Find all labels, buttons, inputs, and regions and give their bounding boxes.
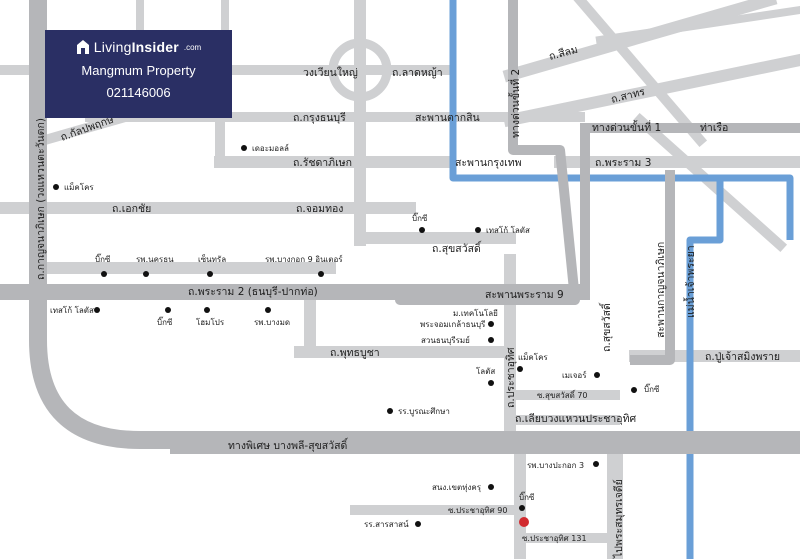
label-suksawat: ถ.สุขสวัสดิ์: [432, 240, 482, 255]
label-wongwian-yai: วงเวียนใหญ่: [303, 66, 358, 79]
poi-dot: [143, 271, 149, 277]
label-suksawat-v: ถ.สุขสวัสดิ์: [598, 302, 613, 352]
poi-big-c-suksawat: บิ๊กซี: [412, 212, 428, 223]
poi-kmutt-2: พระจอมเกล้าธนบุรี: [420, 320, 486, 329]
road-labels: วงเวียนใหญ่ ถ.ลาดหญ้า ถ.สีลม ถ.สาทร ทางด…: [35, 43, 780, 559]
label-expressway2: ทางด่วนขั้นที่ 2: [508, 69, 522, 138]
label-tha-ruea: ท่าเรือ: [700, 121, 728, 134]
poi-dot: [594, 372, 600, 378]
poi-tesco-rama2: เทสโก้ โลตัส: [50, 305, 94, 315]
label-kanchanaphisek: ถ.กาญจนาภิเษก (วงแหวนตะวันตก): [35, 118, 47, 280]
house-icon: [76, 40, 89, 54]
poi-dot: [475, 227, 481, 233]
poi-home-pro: โฮมโปร: [196, 317, 225, 327]
label-soi-suksawat70: ซ.สุขสวัสดิ์ 70: [537, 389, 588, 400]
label-soi-pracha-uthit131: ซ.ประชาอุทิศ 131: [522, 534, 587, 543]
label-phutthabucha: ถ.พุทธบูชา: [330, 347, 380, 359]
label-special-route: ทางพิเศษ บางพลี-สุขสวัสดิ์: [228, 437, 349, 452]
label-krung-thonburi: ถ.กรุงธนบุรี: [293, 111, 346, 124]
poi-dot: [415, 521, 421, 527]
living-insider-logo: LivingInsider .com: [45, 38, 232, 56]
label-sathorn: ถ.สาทร: [610, 86, 647, 106]
poi-hosp-pracha: รพ.บางปะกอก 3: [527, 461, 584, 470]
logo-suffix: .com: [183, 42, 202, 52]
property-location-marker[interactable]: [519, 517, 529, 527]
label-chao-phraya: แม่น้ำเจ้าพระยา: [683, 245, 697, 318]
label-soi-pracha-uthit90: ซ.ประชาอุทิศ 90: [448, 506, 507, 515]
poi-makro1: แม็คโคร: [64, 182, 94, 192]
poi-dot: [419, 227, 425, 233]
poi-dot: [488, 380, 494, 386]
poi-school-sarasat: รร.สารสาสน์: [364, 519, 409, 529]
poi-big-c-2: บิ๊กซี: [157, 316, 173, 327]
project-name: Mangmum Property: [81, 63, 196, 78]
poi-school-burana: รร.บูรณะศึกษา: [398, 407, 450, 417]
poi-dot: [593, 461, 599, 467]
label-rama2: ถ.พระราม 2 (ธนบุรี-ปากท่อ): [188, 285, 318, 298]
label-kanchanaphisek-rama3: สะพานกาญจนาภิเษก: [655, 242, 667, 338]
poi-the-mall: เดอะมอลล์: [252, 143, 289, 153]
poi-dot: [488, 321, 494, 327]
poi-dot: [519, 505, 525, 511]
road-expressway2: [395, 0, 580, 305]
poi-dot: [207, 271, 213, 277]
label-chom-thong: ถ.จอมทอง: [296, 203, 343, 215]
poi-dot: [204, 307, 210, 313]
poi-big-c-4: บิ๊กซี: [519, 491, 535, 502]
road-diag-2: [595, 5, 800, 45]
poi-dot: [488, 337, 494, 343]
poi-hosp-bangkok9: รพ.บางกอก 9 อินเตอร์: [265, 254, 343, 264]
poi-makro2: แม็คโคร: [518, 352, 548, 362]
poi-dot: [94, 307, 100, 313]
poi-dot: [53, 184, 59, 190]
logo-wordmark: LivingInsider: [94, 39, 179, 55]
label-krungthep-bridge: สะพานกรุงเทพ: [455, 157, 522, 169]
poi-dot: [488, 484, 494, 490]
label-rama9-bridge: สะพานพระราม 9: [485, 289, 564, 301]
poi-suan-thon: สวนธนบุรีรมย์: [421, 335, 470, 345]
road-rama3-diag: [632, 112, 788, 253]
poi-dot: [165, 307, 171, 313]
poi-hosp-bangmod: รพ.บางมด: [254, 318, 290, 327]
label-pracha-uthit-v: ถ.ประชาอุทิศ: [505, 347, 517, 408]
poi-hosp-nakhon: รพ.นครธน: [136, 255, 174, 264]
roundabout: [328, 38, 392, 102]
poi-dot: [241, 145, 247, 151]
major-roads: [0, 0, 800, 454]
poi-dot: [631, 387, 637, 393]
label-ratchadaphisek: ถ.รัชดาภิเษก: [293, 157, 352, 169]
poi-dot: [101, 271, 107, 277]
poi-central: เซ็นทรัล: [198, 254, 226, 264]
poi-dot: [517, 366, 523, 372]
poi-dot: [387, 408, 393, 414]
poi-tesco-suksawat: เทสโก้ โลตัส: [486, 225, 530, 235]
poi-big-c-3: บิ๊กซี: [644, 383, 660, 394]
road-kanchanaphisek: [29, 0, 800, 449]
poi-lotus2: โลตัส: [476, 366, 495, 376]
chao-phraya-river: [449, 0, 794, 559]
poi-dot: [265, 307, 271, 313]
points-of-interest: เดอะมอลล์ แม็คโคร บิ๊กซี เทสโก้ โลตัส บิ…: [50, 143, 660, 529]
poi-kmutt-1: ม.เทคโนโลยี: [453, 308, 498, 318]
label-lat-ya: ถ.ลาดหญ้า: [392, 67, 443, 79]
poi-dot: [318, 271, 324, 277]
road-diag-1: [573, 0, 708, 148]
poi-coop: สนง.เขตทุ่งครุ: [432, 483, 482, 492]
brand-panel: LivingInsider .com Mangmum Property 02114…: [45, 30, 232, 118]
logo-prefix: Living: [93, 39, 132, 55]
phone-number[interactable]: 021146006: [106, 85, 171, 100]
label-pu-chao: ถ.ปู่เจ้าสมิงพราย: [705, 351, 780, 363]
logo-bold: Insider: [131, 39, 179, 55]
label-expressway1: ทางด่วนขั้นที่ 1: [592, 120, 661, 134]
road-kanlapa: [38, 110, 132, 147]
label-phra-samut-chedi: ไปพระสมุทรเจดีย์: [612, 479, 625, 559]
label-taksin-bridge: สะพานตากสิน: [415, 112, 480, 124]
road-kanchanaphisek-rama3: [630, 170, 675, 365]
label-ekkachai: ถ.เอกชัย: [112, 203, 151, 215]
label-rama3: ถ.พระราม 3: [595, 157, 651, 169]
poi-big-c-rama2: บิ๊กซี: [95, 253, 111, 264]
poi-major: เมเจอร์: [562, 370, 587, 380]
label-liap-wongwaen: ถ.เลียบวงแหวนประชาอุทิศ: [515, 412, 637, 425]
